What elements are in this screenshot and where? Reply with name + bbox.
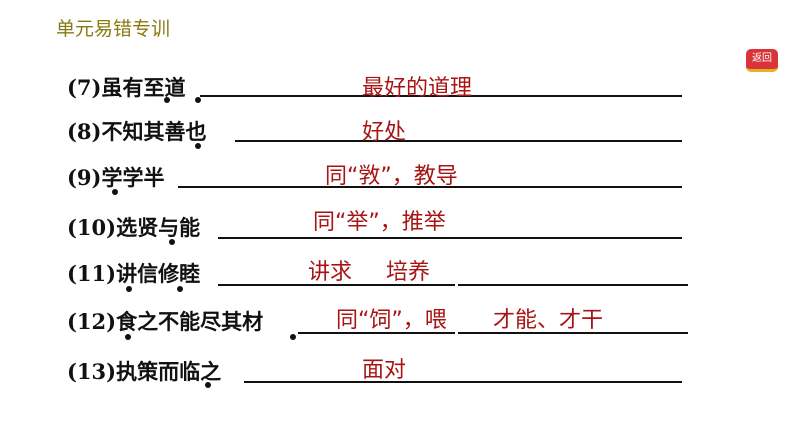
item-label: (7)虽有至道 bbox=[67, 75, 186, 100]
item-label: (10)选贤与能 bbox=[67, 215, 201, 240]
answer-text: 同“饲”，喂 bbox=[336, 308, 447, 333]
answer-line bbox=[244, 381, 682, 383]
item-label: (8)不知其善也 bbox=[67, 119, 207, 144]
emphasis-dot bbox=[290, 334, 296, 340]
item-label: (12)食之不能尽其材 bbox=[67, 309, 264, 334]
answer-text: 同“举”，推举 bbox=[313, 210, 446, 235]
answer-text: 面对 bbox=[362, 358, 407, 383]
answer-line bbox=[458, 284, 688, 286]
answer-line bbox=[458, 332, 688, 334]
answer-line bbox=[218, 237, 682, 239]
answer-line bbox=[218, 284, 455, 286]
emphasis-dot bbox=[126, 286, 132, 292]
emphasis-dot bbox=[195, 143, 201, 149]
answer-line bbox=[298, 332, 455, 334]
answer-line bbox=[200, 95, 682, 97]
emphasis-dot bbox=[125, 334, 131, 340]
answer-text: 最好的道理 bbox=[362, 76, 473, 101]
item-label: (11)讲信修睦 bbox=[67, 261, 201, 286]
back-button[interactable]: 返回 bbox=[746, 49, 778, 72]
item-label: (9)学学半 bbox=[67, 165, 165, 190]
answer-text: 培养 bbox=[386, 260, 431, 285]
answer-line bbox=[178, 186, 682, 188]
answer-text: 讲求 bbox=[308, 260, 353, 285]
emphasis-dot bbox=[177, 286, 183, 292]
emphasis-dot bbox=[169, 239, 175, 245]
answer-text: 好处 bbox=[362, 120, 407, 145]
section-title: 单元易错专训 bbox=[56, 18, 171, 40]
emphasis-dot bbox=[112, 189, 118, 195]
emphasis-dot bbox=[164, 97, 170, 103]
answer-line bbox=[235, 140, 682, 142]
answer-text: 同“敩”，教导 bbox=[325, 164, 458, 189]
item-label: (13)执策而临之 bbox=[67, 359, 222, 384]
emphasis-dot bbox=[205, 382, 211, 388]
emphasis-dot bbox=[195, 97, 201, 103]
answer-text: 才能、才干 bbox=[493, 308, 604, 333]
